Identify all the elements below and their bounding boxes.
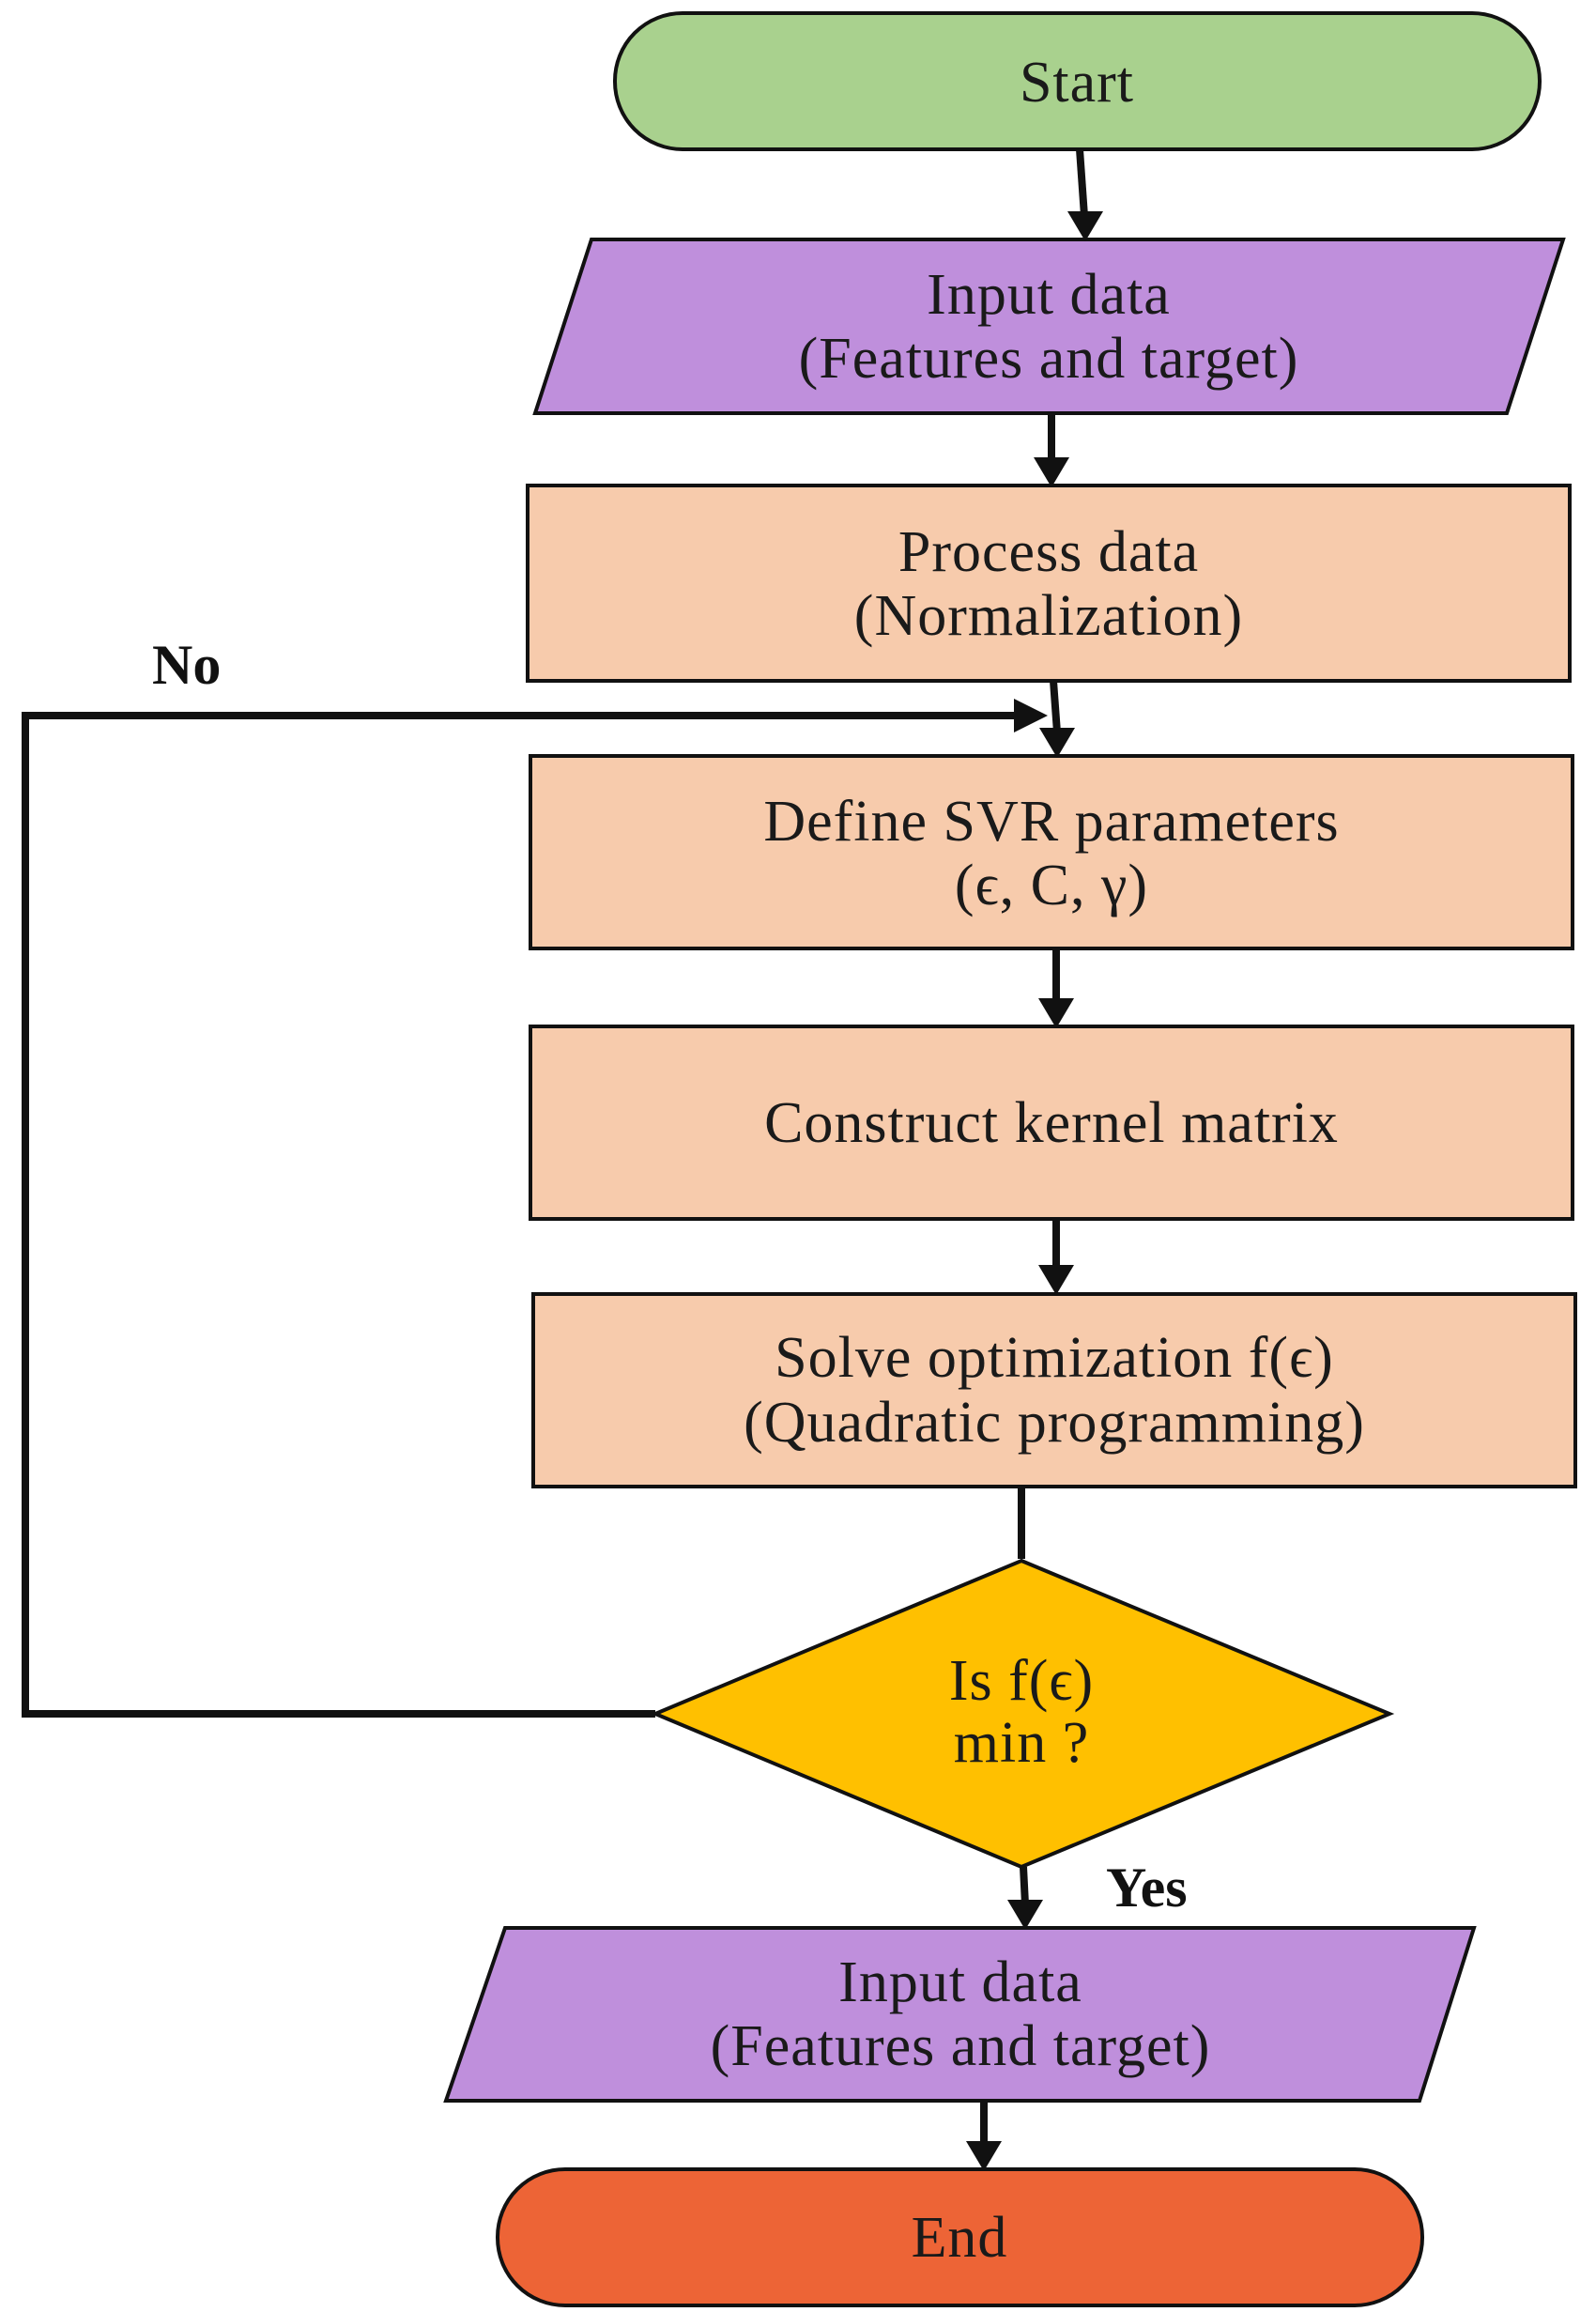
decision-shape — [650, 1558, 1395, 1870]
process-data-shape — [526, 484, 1572, 683]
input-data-top-line2: (Features and target) — [799, 327, 1299, 391]
decision-line1: Is f(ϵ) — [949, 1649, 1094, 1713]
solve-optimization-line2: (Quadratic programming) — [744, 1391, 1365, 1455]
arrowhead-process-to-define — [1039, 728, 1075, 758]
end-node: End — [496, 2167, 1424, 2307]
process-data-line1: Process data — [898, 520, 1199, 584]
decision-node: Is f(ϵ) min ? — [650, 1558, 1395, 1870]
input-data-top-line1: Input data — [927, 263, 1171, 327]
edge-label-yes: Yes — [1106, 1857, 1188, 1919]
process-data-line2: (Normalization) — [854, 584, 1243, 648]
input-data-bottom-node: Input data (Features and target) — [443, 1926, 1477, 2103]
input-data-top-node: Input data (Features and target) — [532, 238, 1566, 415]
solve-optimization-node: Solve optimization f(ϵ) (Quadratic progr… — [531, 1292, 1577, 1488]
process-data-node: Process data (Normalization) — [526, 484, 1572, 683]
solve-optimization-line1: Solve optimization f(ϵ) — [775, 1326, 1334, 1390]
construct-kernel-line1: Construct kernel matrix — [764, 1091, 1339, 1155]
solve-optimization-shape — [531, 1292, 1577, 1488]
connector-process-to-define — [1050, 680, 1061, 733]
construct-kernel-node: Construct kernel matrix — [529, 1025, 1574, 1221]
edge-label-no: No — [152, 634, 221, 696]
connectors — [22, 148, 1103, 2171]
decision-line2: min ? — [954, 1711, 1089, 1775]
define-svr-line2: (ϵ, C, γ) — [955, 854, 1148, 917]
arrowhead-start-to-input — [1067, 211, 1103, 241]
input-data-bottom-shape — [443, 1926, 1477, 2103]
input-data-bottom-line2: (Features and target) — [711, 2014, 1211, 2078]
arrowhead-decision-to-output — [1007, 1900, 1043, 1930]
input-data-top-shape — [532, 238, 1566, 415]
define-svr-line1: Define SVR parameters — [763, 790, 1339, 854]
connector-start-to-input — [1076, 148, 1088, 217]
define-svr-node: Define SVR parameters (ϵ, C, γ) — [529, 754, 1574, 950]
arrowhead-no-loop — [1014, 699, 1048, 732]
arrowhead-output-to-end — [966, 2141, 1002, 2171]
input-data-bottom-line1: Input data — [838, 1950, 1082, 2014]
arrowhead-input-to-process — [1034, 457, 1069, 487]
arrowhead-define-to-kernel — [1038, 998, 1074, 1028]
start-label: Start — [1020, 51, 1134, 115]
end-shape — [496, 2167, 1424, 2307]
arrowhead-kernel-to-solve — [1038, 1265, 1074, 1295]
construct-kernel-shape — [529, 1025, 1574, 1221]
start-shape — [613, 11, 1542, 151]
start-node: Start — [613, 11, 1542, 151]
define-svr-shape — [529, 754, 1574, 950]
end-label: End — [912, 2206, 1008, 2270]
connector-decision-to-output — [1020, 1866, 1029, 1905]
connector-no-loop — [22, 712, 1019, 1718]
